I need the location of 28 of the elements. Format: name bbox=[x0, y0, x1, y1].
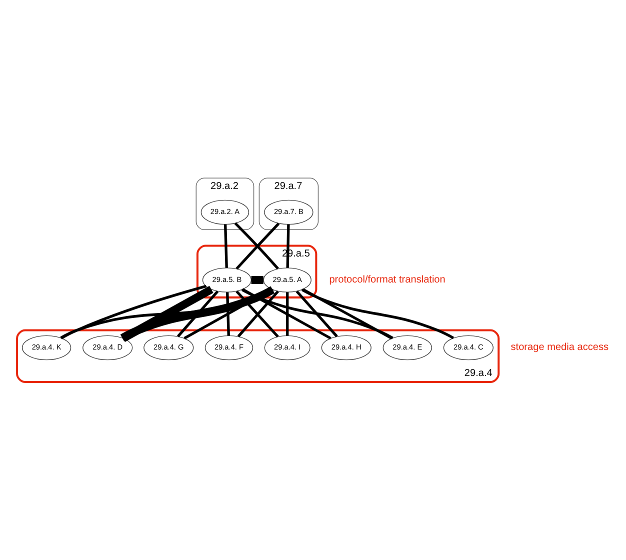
node-ellipse: 29.a.5. A bbox=[263, 268, 312, 292]
node-ellipse: 29.a.4. G bbox=[144, 335, 194, 360]
connector bbox=[60, 284, 206, 340]
connector bbox=[301, 288, 454, 340]
node-ellipse: 29.a.7. B bbox=[264, 200, 314, 225]
connector bbox=[120, 286, 275, 342]
connector bbox=[302, 288, 392, 340]
node-ellipse: 29.a.4. K bbox=[22, 335, 72, 360]
connector bbox=[224, 224, 228, 268]
connector bbox=[296, 290, 338, 338]
connector bbox=[286, 224, 290, 268]
node-ellipse: 29.a.4. D bbox=[82, 335, 133, 360]
connector bbox=[251, 276, 264, 284]
connector bbox=[176, 290, 219, 338]
connector bbox=[226, 292, 230, 336]
node-ellipse: 29.a.2. A bbox=[200, 200, 250, 225]
node-label: storage media access bbox=[510, 342, 609, 354]
node-ellipse: 29.a.4. H bbox=[321, 335, 372, 360]
connector bbox=[60, 288, 274, 340]
connector bbox=[241, 288, 394, 340]
node-ellipse: 29.a.4. F bbox=[204, 335, 254, 360]
connector bbox=[242, 288, 332, 340]
node-label: protocol/format translation bbox=[329, 274, 446, 286]
node-ellipse: 29.a.4. E bbox=[382, 335, 432, 360]
node-ellipse: 29.a.5. B bbox=[202, 268, 252, 292]
connector bbox=[286, 292, 289, 336]
node-ellipse: 29.a.4. I bbox=[264, 335, 310, 360]
node-ellipse: 29.a.4. C bbox=[443, 335, 494, 360]
